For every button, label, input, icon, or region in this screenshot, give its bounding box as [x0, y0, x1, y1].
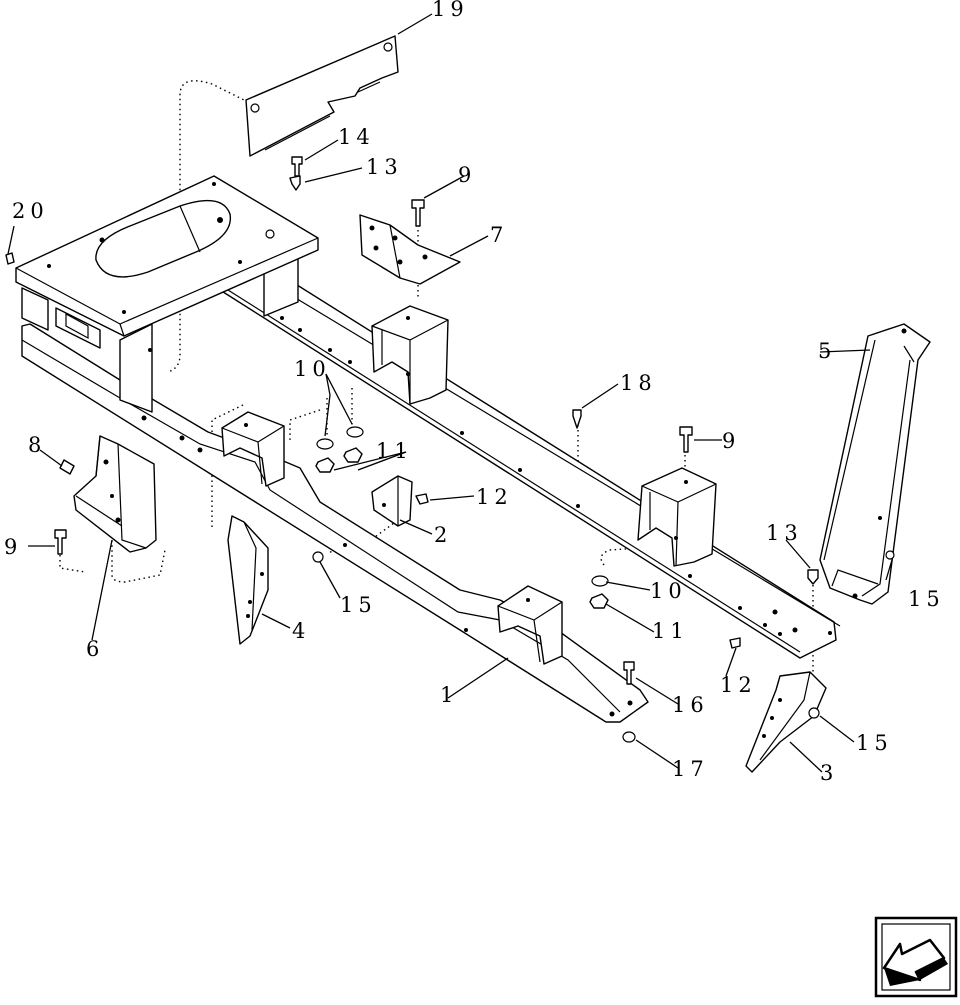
back-rail-saddle-right	[637, 467, 717, 567]
top-mounting-plate	[15, 175, 319, 413]
nut-11-right	[589, 593, 609, 609]
front-rail-saddle-right	[497, 585, 563, 665]
part-3-leg-bracket	[745, 671, 827, 773]
screw-13-top	[289, 175, 301, 191]
callout-8: 8	[28, 433, 46, 457]
screw-18	[572, 409, 582, 429]
screw-12-center	[415, 493, 429, 505]
callout-11-center: 11	[376, 439, 413, 463]
screw-20	[5, 252, 15, 265]
next-page-arrow-icon[interactable]	[874, 916, 958, 998]
callout-1: 1	[440, 683, 458, 707]
part-2-small-bracket	[371, 475, 413, 527]
callout-15-right: 15	[908, 587, 945, 611]
part-4-leg-bracket	[227, 515, 269, 645]
bolt-9-left	[54, 529, 67, 555]
callout-17: 17	[672, 757, 709, 781]
callout-4: 4	[292, 619, 310, 643]
callout-13-top: 13	[366, 155, 403, 179]
screw-12-right	[729, 637, 741, 649]
callout-6: 6	[86, 637, 104, 661]
callout-3: 3	[820, 761, 838, 785]
washer-10-center-b	[346, 426, 364, 438]
callout-13-right: 13	[766, 521, 803, 545]
washer-10-center	[316, 438, 334, 450]
callout-labels: 19 14 13 9 7 20 5 10 18 9 11 8 12 2 13 9…	[4, 0, 945, 785]
callout-19: 19	[432, 0, 469, 21]
back-rail-saddle-center	[371, 305, 449, 405]
part-5-vertical-bracket	[819, 323, 931, 605]
callout-7: 7	[490, 223, 508, 247]
nut-15-right	[885, 550, 895, 560]
leader-lines	[7, 13, 893, 773]
callout-12-center: 12	[476, 485, 513, 509]
nut-15-center	[312, 551, 324, 563]
callout-16: 16	[672, 693, 709, 717]
bolt-9-top	[411, 199, 425, 227]
callout-12-right: 12	[720, 673, 757, 697]
callout-15-lower: 15	[856, 731, 893, 755]
callout-11-right: 11	[652, 619, 689, 643]
nut-11-b	[343, 447, 363, 463]
screw-13-right	[807, 569, 819, 585]
callout-9-right: 9	[722, 429, 740, 453]
callout-18: 18	[620, 371, 657, 395]
callout-15-center: 15	[340, 593, 377, 617]
nut-17	[622, 731, 636, 743]
part-7-angle-bracket	[359, 214, 461, 285]
front-rail-saddle-center	[221, 411, 285, 487]
part-6-side-bracket	[73, 435, 157, 553]
callout-5: 5	[818, 339, 836, 363]
callout-2: 2	[434, 523, 452, 547]
callout-10-right: 10	[650, 579, 687, 603]
callout-10-center: 10	[294, 357, 331, 381]
nut-11-a	[315, 457, 335, 473]
washer-10-right	[591, 575, 609, 587]
bolt-14	[291, 156, 303, 177]
part-19-shield-plate	[245, 35, 399, 157]
callout-14: 14	[338, 125, 375, 149]
bolt-16	[623, 661, 635, 685]
bolt-8	[59, 459, 75, 475]
callout-9-left: 9	[4, 535, 22, 559]
bolt-9-right	[679, 426, 693, 453]
callout-9-top: 9	[458, 163, 476, 187]
nut-15-lower-right	[808, 707, 820, 719]
callout-20: 20	[12, 199, 49, 223]
